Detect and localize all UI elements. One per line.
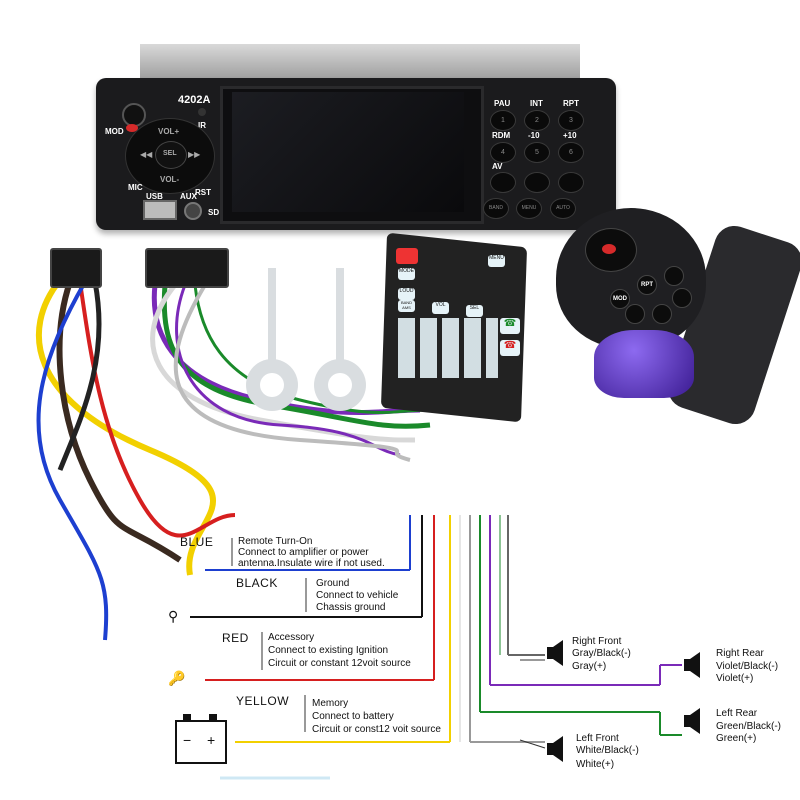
key-1[interactable]: 1 [490, 110, 516, 131]
iso-connector-power [50, 248, 102, 288]
right-rear-title: Right Rear [716, 648, 764, 659]
iso-connector-speaker [145, 248, 229, 288]
right-rear-line1: Violet/Black(-) [716, 661, 779, 672]
key-2[interactable]: 2 [524, 110, 550, 131]
remote-mode-button[interactable]: MODE [398, 268, 415, 280]
vol-down-label: VOL- [160, 175, 180, 184]
int-label: INT [530, 99, 543, 108]
wheel-remote-rpt-button[interactable]: RPT [637, 275, 657, 295]
remote-loud-button[interactable]: LOUD [398, 288, 415, 300]
wire-blue-line1: Connect to amplifier or power [238, 547, 369, 558]
right-front-line1: Gray/Black(-) [572, 648, 631, 659]
prev-icon[interactable]: ◀◀ [140, 150, 153, 159]
wheel-remote-button-6[interactable] [672, 288, 692, 308]
usb-label: USB [146, 192, 163, 201]
wire-blue-name: BLUE [180, 535, 214, 549]
wire-yellow-title: Memory [312, 698, 349, 709]
wire-blue-line2: antenna.Insulate wire if not used. [238, 558, 385, 569]
aux-jack[interactable] [184, 202, 202, 220]
call-button[interactable] [490, 172, 516, 193]
wire-yellow-name: YELLOW [236, 694, 290, 708]
wire-red-line2: Circuit or constant 12voit source [268, 658, 411, 669]
sel-label: SEL [163, 150, 177, 157]
usb-port[interactable] [143, 200, 177, 220]
wire-red-name: RED [222, 631, 249, 645]
wheel-remote-dpad[interactable] [585, 228, 637, 272]
auto-button[interactable]: AUTO [550, 198, 576, 219]
wire-black-line1: Connect to vehicle [316, 590, 399, 601]
rst-label: RST [195, 188, 211, 197]
key-5[interactable]: 5 [524, 142, 550, 163]
battery-icon: − + [175, 714, 227, 764]
next-icon[interactable]: ▶▶ [188, 150, 201, 159]
wire-yellow-line2: Circuit or const12 voit source [312, 724, 441, 735]
plus10-label: +10 [563, 131, 577, 140]
wire-red-line1: Connect to existing Ignition [268, 645, 389, 656]
wheel-remote-button-3[interactable] [664, 266, 684, 286]
aux-label: AUX [180, 192, 197, 201]
remote-power-button[interactable] [396, 248, 418, 264]
screen-glass [232, 92, 464, 212]
wire-red-title: Accessory [268, 632, 315, 643]
model-number: 4202A [178, 94, 211, 106]
left-rear-line1: Green/Black(-) [716, 721, 782, 732]
wheel-remote-button-5[interactable] [652, 304, 672, 324]
remote-sel-button[interactable]: SEL [466, 305, 483, 317]
select-button[interactable] [155, 141, 187, 169]
wire-black-name: BLACK [236, 576, 278, 590]
left-front-title: Left Front [576, 733, 619, 744]
pau-label: PAU [494, 99, 511, 108]
ground-bolt-icon: ⚲ [168, 608, 179, 624]
right-front-speaker-icon [545, 638, 567, 668]
remote-vol-button[interactable]: VOL [432, 302, 449, 314]
wheel-remote-power-icon[interactable] [602, 244, 616, 254]
left-front-line2: White(+) [576, 759, 615, 770]
key-7[interactable] [524, 172, 550, 193]
rdm-label: RDM [492, 131, 511, 140]
remote-menu-button[interactable]: MENU [488, 255, 505, 267]
wire-black-title: Ground [316, 578, 350, 589]
key-8[interactable] [558, 172, 584, 193]
right-front-line2: Gray(+) [572, 661, 607, 672]
key-6[interactable]: 6 [558, 142, 584, 163]
right-rear-speaker-icon [682, 650, 704, 680]
remote-band-button[interactable]: BAND AMS [398, 300, 415, 312]
ir-sensor [198, 108, 206, 116]
wheel-remote-button-4[interactable] [625, 304, 645, 324]
ir-label: IR [198, 121, 206, 130]
key-3[interactable]: 3 [558, 110, 584, 131]
right-rear-line2: Violet(+) [716, 673, 754, 684]
right-front-title: Right Front [572, 636, 622, 647]
ignition-key-icon: 🔑 [168, 670, 186, 686]
left-rear-speaker-icon [682, 706, 704, 736]
wheel-remote-mod-button[interactable]: MOD [610, 289, 630, 309]
left-front-speaker-icon [545, 734, 567, 764]
wire-blue-title: Remote Turn-On [238, 536, 313, 547]
band-button[interactable]: BAND [483, 198, 509, 219]
mod-label: MOD [105, 127, 124, 136]
wire-yellow-line1: Connect to battery [312, 711, 394, 722]
remote-call-icon[interactable]: ☎ [500, 318, 520, 334]
volume-dial[interactable] [125, 118, 215, 194]
head-unit-chassis [140, 44, 580, 82]
wheel-remote-dome [594, 330, 694, 398]
minus10-label: -10 [528, 131, 540, 140]
vol-up-label: VOL+ [158, 127, 180, 136]
left-front-line1: White/Black(-) [576, 745, 639, 756]
wire-black-line2: Chassis ground [316, 602, 386, 613]
mod-button-indicator[interactable] [126, 124, 138, 132]
remote-number-pad[interactable] [398, 318, 498, 378]
av-label: AV [492, 162, 503, 171]
key-4[interactable]: 4 [490, 142, 516, 163]
remote-hangup-icon[interactable]: ☎ [500, 340, 520, 356]
rpt-label: RPT [563, 99, 579, 108]
mic-label: MIC [128, 183, 143, 192]
left-rear-line2: Green(+) [716, 733, 757, 744]
menu-button[interactable]: MENU [516, 198, 542, 219]
left-rear-title: Left Rear [716, 708, 758, 719]
sd-label: SD [208, 208, 220, 217]
